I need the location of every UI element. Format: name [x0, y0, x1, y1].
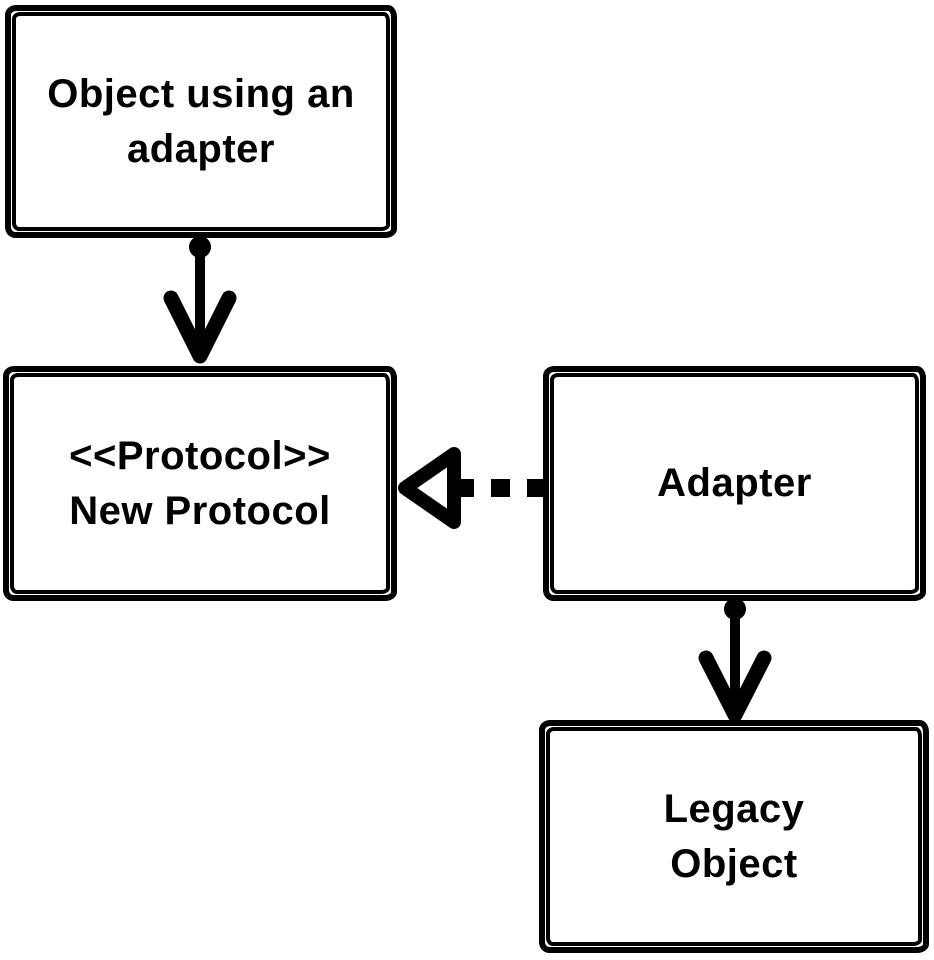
node-new-protocol: <<Protocol>> New Protocol — [3, 366, 397, 601]
node-new-protocol-label: <<Protocol>> New Protocol — [69, 429, 331, 539]
node-legacy-object: Legacy Object — [539, 720, 929, 953]
arrow-client-to-protocol — [163, 236, 237, 364]
node-object-using-adapter-label: Object using an adapter — [47, 67, 355, 177]
label-line: Legacy — [663, 786, 805, 831]
arrow-adapter-to-protocol-dashed — [398, 447, 546, 529]
label-line: Adapter — [657, 461, 812, 505]
node-object-using-adapter: Object using an adapter — [5, 5, 397, 238]
node-adapter-label: Adapter — [657, 456, 812, 511]
label-line: New Protocol — [69, 488, 331, 533]
label-line: Object — [670, 841, 798, 886]
node-adapter: Adapter — [543, 366, 926, 601]
label-line: <<Protocol>> — [69, 433, 331, 478]
node-legacy-object-label: Legacy Object — [664, 782, 805, 892]
arrow-adapter-to-legacy — [698, 598, 772, 723]
label-line: adapter — [126, 126, 275, 171]
label-line: Object using an — [47, 71, 355, 116]
